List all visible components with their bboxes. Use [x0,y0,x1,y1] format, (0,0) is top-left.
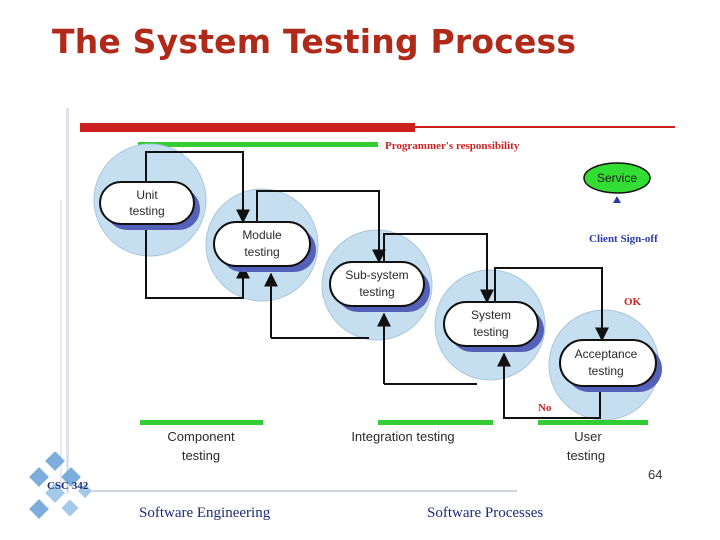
stage-node-system: System testing [443,301,544,352]
service-node: Service [583,162,651,194]
slide-title: The System Testing Process [52,22,577,61]
course-code: CSC 342 [47,480,89,492]
user-bar [538,420,648,425]
signoff-arrow-head [613,196,621,203]
stage-subsystem-line1: Sub-system [345,268,408,282]
footer-right-text: Software Processes [427,505,544,521]
user-label-line1: User [574,429,602,444]
stage-node-acceptance: Acceptance testing [559,339,662,392]
programmer-responsibility-label: Programmer's responsibility [385,140,520,152]
line-unit-feedback [145,226,250,299]
component-label-line1: Component [167,429,235,444]
no-label: No [538,402,552,414]
integration-label: Integration testing [351,429,454,444]
integration-bar [378,420,493,425]
stage-node-subsystem: Sub-system testing [329,261,430,312]
stage-unit-line1: Unit [136,188,158,202]
stage-module-line2: testing [244,245,279,259]
stage-system-line1: System [471,308,511,322]
stage-subsystem-line2: testing [359,285,394,299]
component-bar [140,420,263,425]
line-system-to-acceptance [494,267,609,342]
programmer-responsibility-bar [138,142,378,147]
line-module-to-subsystem [256,190,386,264]
stage-node-module: Module testing [213,221,316,272]
left-accent-line-faint [60,200,62,490]
red-header-thin [415,126,675,128]
user-label-line2: testing [567,448,605,463]
line-acceptance-no [497,352,601,419]
left-accent-line [66,108,69,493]
component-label-line2: testing [182,448,220,463]
client-signoff-label: Client Sign-off [589,233,658,245]
line-unit-to-module [145,151,250,224]
service-label: Service [597,171,637,185]
line-subsystem-to-system [383,233,494,304]
stage-acceptance-line2: testing [588,364,623,378]
page-number: 64 [648,467,663,482]
stage-unit-line2: testing [129,204,164,218]
stage-system-line2: testing [473,325,508,339]
footer-rule [92,490,517,492]
red-header-bar [80,123,415,132]
stage-node-unit: Unit testing [99,181,200,230]
stage-acceptance-line1: Acceptance [575,347,638,361]
footer-diamond-decoration [29,452,93,519]
ok-label: OK [624,296,642,308]
flow-lines [145,151,609,419]
footer-left-text: Software Engineering [139,505,271,521]
stage-module-line1: Module [242,228,282,242]
